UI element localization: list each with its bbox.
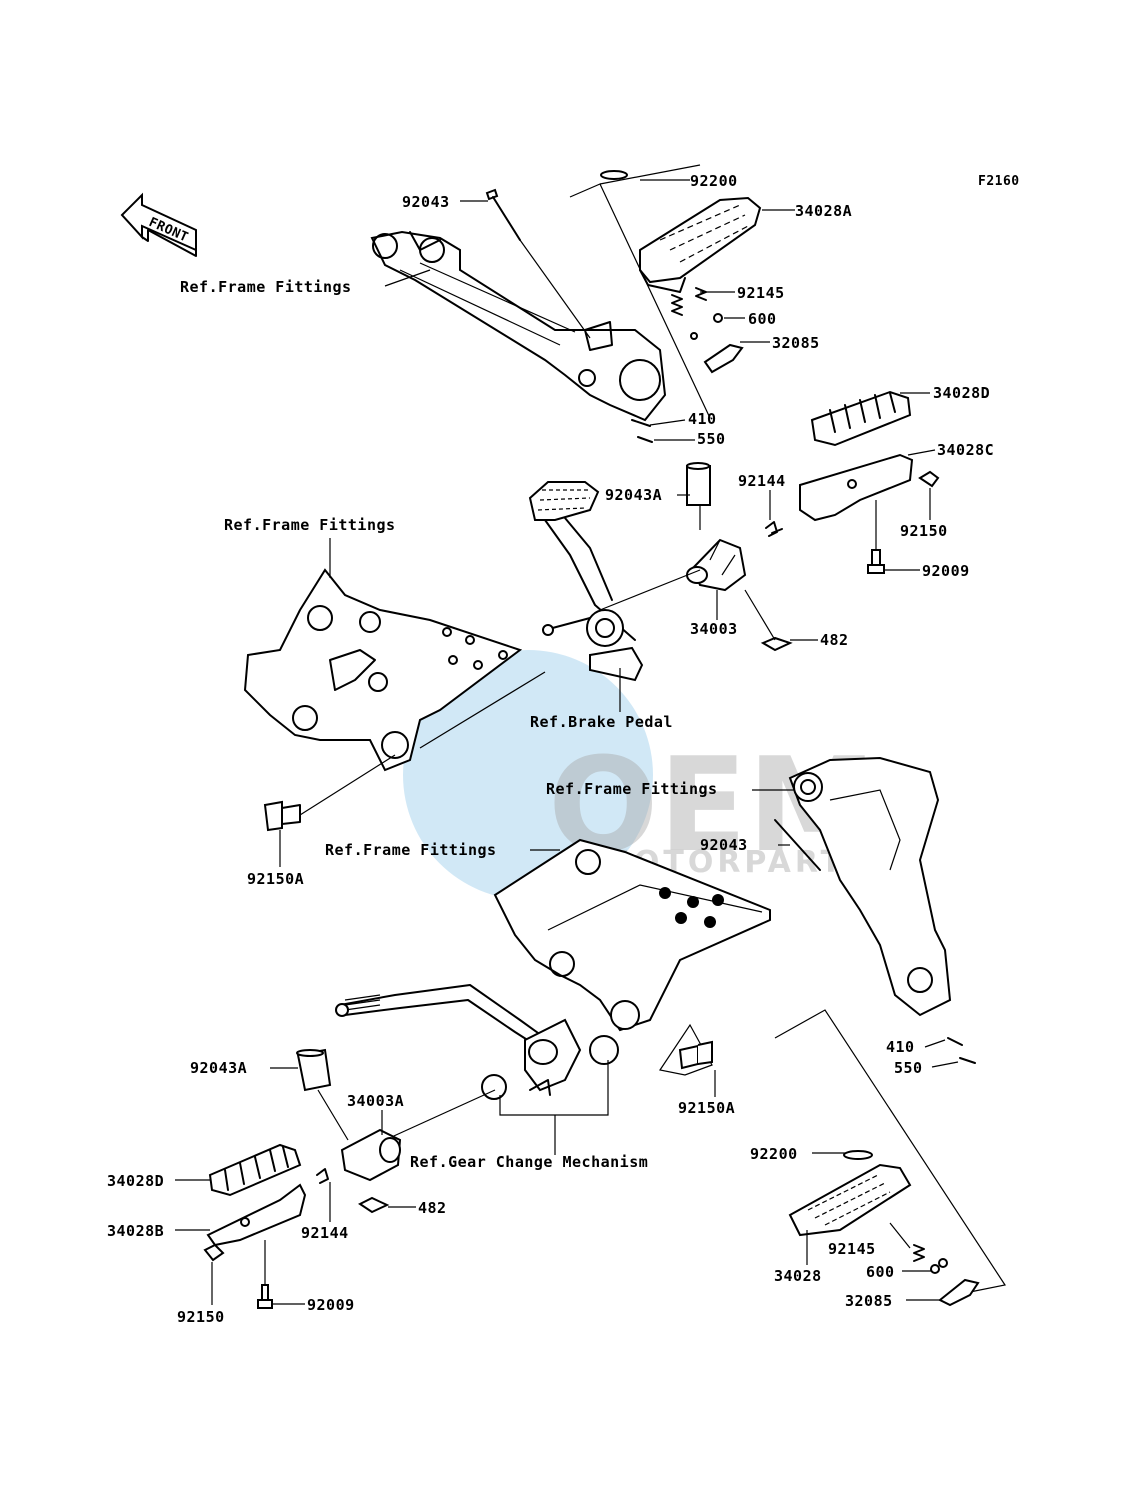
label-92043A-top: 92043A bbox=[605, 486, 662, 504]
nut-92150-bottom bbox=[203, 1243, 225, 1262]
ball-600-top bbox=[713, 313, 723, 323]
bolt-92009-right bbox=[867, 500, 885, 574]
axis-brake-bracket bbox=[419, 671, 546, 749]
oil-seal bbox=[589, 1035, 619, 1065]
label-92200-top: 92200 bbox=[690, 172, 738, 190]
plate-32085-top bbox=[703, 343, 744, 374]
footpeg-bracket-34028C bbox=[799, 453, 914, 522]
label-92200-bottom: 92200 bbox=[750, 1145, 798, 1163]
label-34028B: 34028B bbox=[107, 1222, 164, 1240]
label-ref-frame-3: Ref.Frame Fittings bbox=[546, 780, 718, 798]
label-ref-gear: Ref.Gear Change Mechanism bbox=[410, 1153, 648, 1171]
clip-410-550-top bbox=[631, 419, 653, 443]
label-34028D-top: 34028D bbox=[933, 384, 990, 402]
cotter-482-bottom bbox=[358, 1196, 390, 1214]
label-92043A-bottom: 92043A bbox=[190, 1059, 247, 1077]
label-410-top: 410 bbox=[688, 410, 717, 428]
label-92150-right: 92150 bbox=[900, 522, 948, 540]
label-92043-top: 92043 bbox=[402, 193, 450, 211]
axis-shift bbox=[384, 1089, 496, 1141]
axis-482-top bbox=[744, 589, 776, 641]
spring-92145-bottom bbox=[913, 1244, 925, 1262]
label-92144-bottom: 92144 bbox=[301, 1224, 349, 1242]
part-labels: 92043 92200 34028A Ref.Frame Fittings 92… bbox=[107, 172, 994, 1326]
rear-frame-bracket-left bbox=[243, 568, 523, 772]
nut-92150-right bbox=[918, 470, 940, 488]
washer-92200-bottom bbox=[843, 1150, 873, 1160]
spring-92144-top bbox=[765, 521, 783, 537]
leader-92150A-bottom bbox=[659, 1023, 713, 1076]
clip-410-550-bottom bbox=[947, 1037, 976, 1064]
spring-92144-bottom bbox=[316, 1168, 329, 1184]
label-92043-right: 92043 bbox=[700, 836, 748, 854]
ball-600-bottom bbox=[930, 1264, 940, 1274]
label-550-bottom: 550 bbox=[894, 1059, 923, 1077]
label-600-bottom: 600 bbox=[866, 1263, 895, 1281]
plate-32085-bottom bbox=[938, 1278, 980, 1307]
axis-92200 bbox=[599, 164, 701, 185]
label-ref-frame-2: Ref.Frame Fittings bbox=[224, 516, 396, 534]
label-ref-frame-1: Ref.Frame Fittings bbox=[180, 278, 352, 296]
label-34003: 34003 bbox=[690, 620, 738, 638]
label-92144-top: 92144 bbox=[738, 472, 786, 490]
washer-92200-top bbox=[600, 170, 628, 180]
figure-code: F2160 bbox=[978, 174, 1020, 189]
label-92150A-bottom: 92150A bbox=[678, 1099, 735, 1117]
rear-right-bracket bbox=[370, 230, 667, 422]
pivot-34003 bbox=[686, 538, 747, 592]
footpeg-rubber-34028D-top bbox=[810, 390, 912, 447]
ball-600b-top bbox=[690, 332, 698, 340]
label-32085-top: 32085 bbox=[772, 334, 820, 352]
label-92145-top: 92145 bbox=[737, 284, 785, 302]
label-ref-brake: Ref.Brake Pedal bbox=[530, 713, 673, 731]
washer-gear bbox=[481, 1074, 507, 1100]
brake-pedal bbox=[528, 481, 644, 682]
bolt-92150A-left bbox=[263, 754, 396, 832]
label-92145-bottom: 92145 bbox=[828, 1240, 876, 1258]
bolt-92043-right bbox=[774, 819, 821, 871]
label-92150A-left: 92150A bbox=[247, 870, 304, 888]
label-92150-bottom: 92150 bbox=[177, 1308, 225, 1326]
label-34028D-bottom: 34028D bbox=[107, 1172, 164, 1190]
label-92009-bottom: 92009 bbox=[307, 1296, 355, 1314]
rear-left-bracket bbox=[788, 756, 952, 1017]
axis-pedal bbox=[599, 569, 701, 611]
label-34028A: 34028A bbox=[795, 202, 852, 220]
label-600-top: 600 bbox=[748, 310, 777, 328]
label-92009-right: 92009 bbox=[922, 562, 970, 580]
front-arrow-icon: FRONT bbox=[120, 192, 197, 257]
ball-600b-bottom bbox=[938, 1258, 948, 1268]
label-34028-bottom: 34028 bbox=[774, 1267, 822, 1285]
bolt-92009-bottom bbox=[257, 1240, 273, 1309]
spring-92145-top bbox=[671, 287, 707, 316]
bracket-ref-gear bbox=[499, 1060, 609, 1116]
front-frame-bracket bbox=[493, 838, 771, 1032]
footpeg-rubber-34028D-bottom bbox=[208, 1143, 302, 1197]
footpeg-34028 bbox=[788, 1163, 912, 1237]
label-482-bottom: 482 bbox=[418, 1199, 447, 1217]
label-410-bottom: 410 bbox=[886, 1038, 915, 1056]
footpeg-34028A bbox=[639, 196, 762, 293]
label-ref-frame-4: Ref.Frame Fittings bbox=[325, 841, 497, 859]
leader-lines bbox=[175, 179, 959, 1305]
watermark-globe bbox=[403, 650, 653, 900]
pin-92043A-bottom bbox=[296, 1048, 332, 1092]
shift-pedal bbox=[335, 984, 582, 1096]
bolt-92043-top bbox=[485, 188, 591, 339]
label-34028C: 34028C bbox=[937, 441, 994, 459]
label-550-top: 550 bbox=[697, 430, 726, 448]
cotter-482-top bbox=[760, 636, 793, 652]
bolt-92150A-bottom bbox=[678, 1040, 713, 1070]
label-34003A: 34003A bbox=[347, 1092, 404, 1110]
label-482-top: 482 bbox=[820, 631, 849, 649]
axis-92043A-bottom bbox=[317, 1089, 349, 1141]
axis-bottom-right bbox=[774, 1009, 1006, 1296]
pivot-34003A bbox=[340, 1128, 402, 1182]
pin-92043A-top bbox=[686, 462, 711, 506]
footpeg-bracket-34028B bbox=[206, 1183, 307, 1247]
label-32085-bottom: 32085 bbox=[845, 1292, 893, 1310]
